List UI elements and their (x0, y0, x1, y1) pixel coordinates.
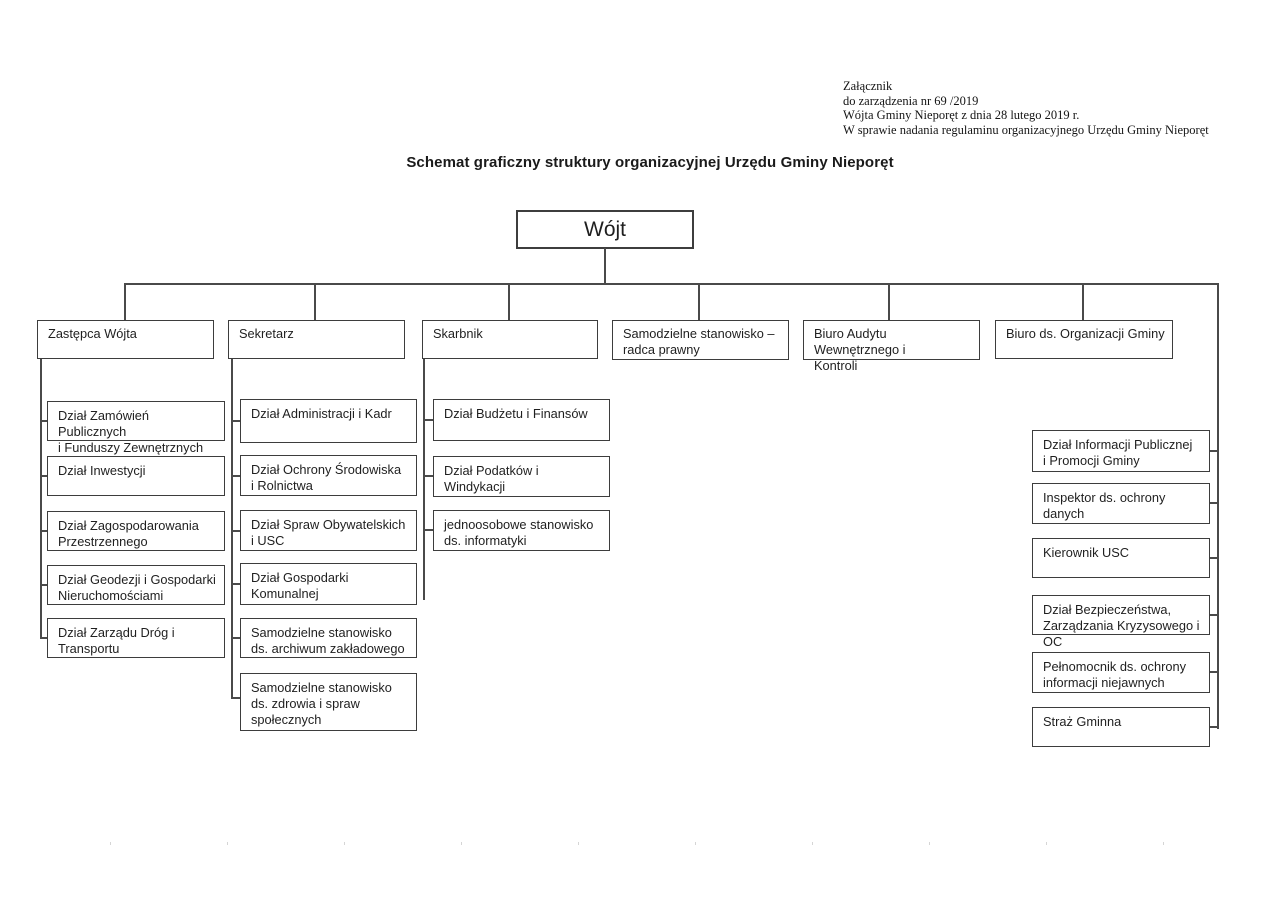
node-dzial-zagospodarowania: Dział Zagospodarowania Przestrzennego (47, 511, 225, 551)
connector-stub (231, 637, 241, 639)
node-biuro-audytu-wewnetrznego: Biuro Audytu Wewnętrznego i Kontroli (803, 320, 980, 373)
connector-stub (1209, 450, 1219, 452)
note-line: W sprawie nadania regulaminu organizacyj… (843, 122, 1209, 137)
node-dzial-budzetu-finansow: Dział Budżetu i Finansów (433, 399, 610, 441)
node-dzial-zarzadu-drog: Dział Zarządu Dróg i Transportu (47, 618, 225, 658)
connector-rail-sekretarz (231, 358, 233, 699)
node-zastepca-wojta: Zastępca Wójta (37, 320, 214, 359)
connector-stub (40, 637, 49, 639)
connector-drop-sekretarz (314, 284, 316, 320)
connector-stub (231, 697, 241, 699)
connector-stub (40, 420, 49, 422)
attachment-note: Załącznik do zarządzenia nr 69 /2019 Wój… (843, 79, 1209, 137)
node-inspektor-ochrony-danych: Inspektor ds. ochrony danych (1032, 483, 1210, 524)
connector-stub (1209, 557, 1219, 559)
connector-stub (40, 475, 49, 477)
node-skarbnik: Skarbnik (422, 320, 598, 359)
connector-rail-zastepca (40, 358, 42, 639)
note-line: Załącznik (843, 79, 893, 93)
scan-noise (110, 842, 1280, 845)
node-dzial-spraw-obywatelskich: Dział Spraw Obywatelskich i USC (240, 510, 417, 551)
node-dzial-administracji-kadr: Dział Administracji i Kadr (240, 399, 417, 443)
node-stanowisko-informatyki: jednoosobowe stanowisko ds. informatyki (433, 510, 610, 551)
connector-stub (40, 530, 49, 532)
node-pelnomocnik-informacji-niejawnych: Pełnomocnik ds. ochrony informacji nieja… (1032, 652, 1210, 693)
node-straz-gminna: Straż Gminna (1032, 707, 1210, 747)
note-line: Wójta Gminy Nieporęt z dnia 28 lutego 20… (843, 108, 1080, 123)
node-wojt: Wójt (516, 210, 694, 249)
connector-stub (1209, 502, 1219, 504)
node-dzial-inwestycji: Dział Inwestycji (47, 456, 225, 496)
node-radca-prawny: Samodzielne stanowisko – radca prawny (612, 320, 789, 360)
connector-stub (231, 530, 241, 532)
node-dzial-podatkow-windykacji: Dział Podatków i Windykacji (433, 456, 610, 497)
connector-stub (423, 475, 434, 477)
chart-title: Schemat graficzny struktury organizacyjn… (406, 154, 894, 171)
node-dzial-informacji-publicznej: Dział Informacji Publicznej i Promocji G… (1032, 430, 1210, 472)
connector-drop-skarbnik (508, 284, 510, 320)
connector-stub (423, 419, 434, 421)
node-kierownik-usc: Kierownik USC (1032, 538, 1210, 578)
node-dzial-gospodarki-komunalnej: Dział Gospodarki Komunalnej (240, 563, 417, 605)
node-dzial-bezpieczenstwa: Dział Bezpieczeństwa, Zarządzania Kryzys… (1032, 595, 1210, 649)
connector-stub (231, 475, 241, 477)
connector-drop-audyt (888, 284, 890, 320)
connector-main-horizontal (124, 283, 1219, 285)
connector-stub (1209, 614, 1219, 616)
connector-stub (231, 583, 241, 585)
connector-stub (1209, 726, 1219, 728)
connector-stub (40, 584, 49, 586)
connector-right-rail (1217, 284, 1219, 729)
connector-drop-organizacja (1082, 284, 1084, 320)
connector-drop-radca (698, 284, 700, 320)
connector-rail-skarbnik (423, 358, 425, 600)
node-dzial-zamowien-publicznych: Dział Zamówień Publicznych i Funduszy Ze… (47, 401, 225, 455)
node-stanowisko-archiwum: Samodzielne stanowisko ds. archiwum zakł… (240, 618, 417, 658)
connector-stub (231, 420, 241, 422)
node-dzial-geodezji: Dział Geodezji i Gospodarki Nieruchomośc… (47, 565, 225, 605)
node-dzial-ochrony-srodowiska: Dział Ochrony Środowiska i Rolnictwa (240, 455, 417, 496)
connector-stub (1209, 671, 1219, 673)
node-biuro-organizacji-gminy: Biuro ds. Organizacji Gminy (995, 320, 1173, 359)
node-sekretarz: Sekretarz (228, 320, 405, 359)
connector-root-drop (604, 248, 606, 283)
note-line: do zarządzenia nr 69 /2019 (843, 93, 979, 108)
connector-drop-zastepca (124, 284, 126, 320)
connector-stub (423, 529, 434, 531)
node-stanowisko-zdrowia: Samodzielne stanowisko ds. zdrowia i spr… (240, 673, 417, 731)
